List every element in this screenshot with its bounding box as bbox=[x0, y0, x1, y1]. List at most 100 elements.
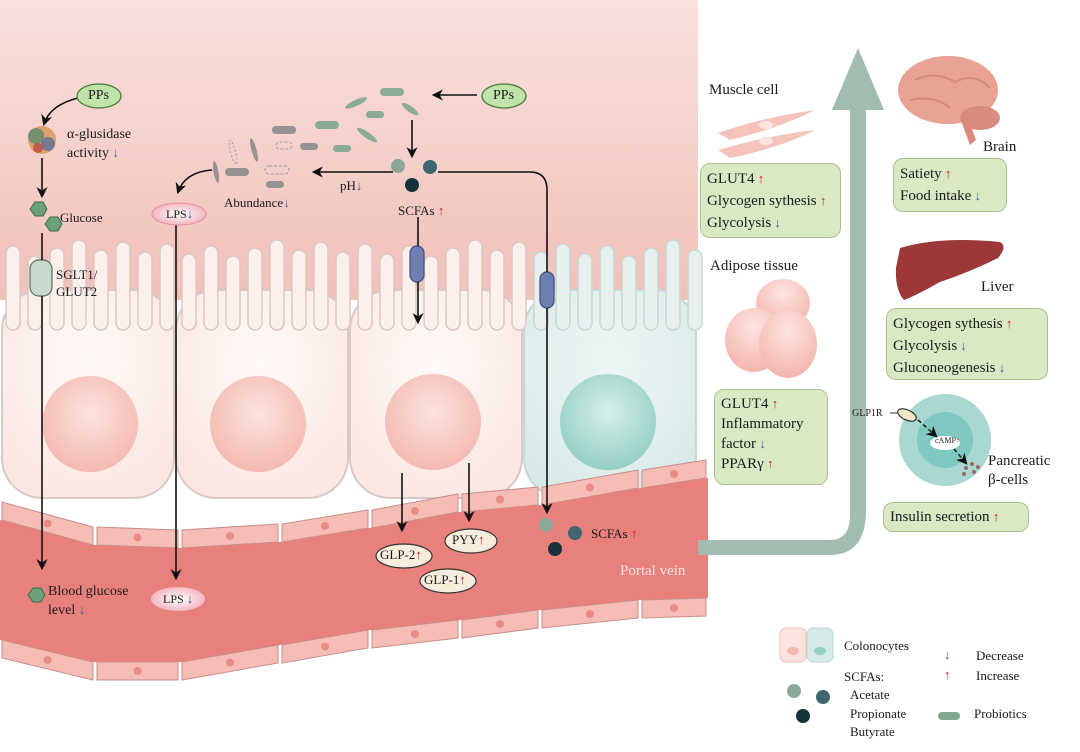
butyrate-dot bbox=[548, 542, 562, 556]
effect-item: GLUT4 ↑ bbox=[721, 394, 821, 414]
endothelial-nucleus bbox=[586, 483, 594, 492]
nucleus bbox=[385, 374, 481, 470]
propionate-dot bbox=[568, 526, 582, 540]
scfa-transporter-icon bbox=[539, 271, 555, 309]
nucleus bbox=[210, 376, 306, 472]
endothelial-nucleus bbox=[226, 658, 234, 667]
microvillus bbox=[687, 249, 703, 331]
decrease-arrow-icon: ↓ bbox=[755, 436, 766, 451]
decrease-arrow-icon: ↓ bbox=[995, 360, 1006, 375]
microvillus bbox=[137, 251, 153, 331]
pps-node bbox=[481, 83, 527, 109]
effect-item: Glycolysis ↓ bbox=[707, 212, 834, 234]
glp1-label: GLP-1↑ bbox=[424, 572, 466, 587]
effect-label: Glycolysis bbox=[893, 338, 958, 354]
brain-effects-box: Satiety ↑Food intake ↓ bbox=[893, 158, 1007, 212]
portal-vein bbox=[0, 459, 708, 681]
pps-node bbox=[76, 83, 122, 109]
increase-arrow-icon: ↑ bbox=[437, 203, 445, 218]
increase-arrow-icon: ↑ bbox=[941, 166, 952, 181]
increase-arrow-icon: ↑ bbox=[989, 509, 1000, 524]
microvillus bbox=[511, 241, 527, 331]
nucleus bbox=[560, 374, 656, 470]
legend-decrease-arrow-icon: ↓ bbox=[944, 647, 951, 662]
endothelial-nucleus bbox=[496, 495, 504, 504]
microvillus bbox=[643, 247, 659, 331]
microvillus bbox=[665, 239, 681, 331]
nucleus bbox=[42, 376, 138, 472]
legend-butyrate-dot bbox=[796, 709, 810, 723]
microvillus bbox=[445, 247, 461, 331]
decrease-arrow-icon: ↓ bbox=[957, 338, 967, 353]
colonocyte-layer bbox=[1, 239, 703, 499]
brain-icon bbox=[898, 56, 1000, 145]
microvillus bbox=[577, 253, 593, 331]
gut-bacteria bbox=[212, 88, 419, 188]
camp-label: cAMP↑ bbox=[935, 436, 960, 445]
microvillus bbox=[93, 249, 109, 331]
legend-increase-label: Increase bbox=[976, 668, 1020, 683]
acetate-dot bbox=[391, 159, 405, 173]
microvillus bbox=[225, 255, 241, 331]
lps-blood-node bbox=[151, 587, 205, 611]
decrease-arrow-icon: ↓ bbox=[283, 195, 290, 210]
microvillus bbox=[467, 239, 483, 331]
butyrate-dot bbox=[405, 178, 419, 192]
endothelial-nucleus bbox=[496, 620, 504, 628]
propionate-dot bbox=[423, 160, 437, 174]
endothelial-nucleus bbox=[133, 533, 142, 542]
microvillus bbox=[335, 251, 351, 331]
endothelial-nucleus bbox=[321, 522, 329, 530]
lps-blood-label: LPS ↓ bbox=[163, 591, 194, 606]
microvillus bbox=[379, 253, 395, 331]
alpha-glucosidase-enzyme-icon bbox=[28, 126, 56, 154]
effect-item: Food intake ↓ bbox=[900, 185, 1000, 207]
glp1-node bbox=[419, 568, 477, 594]
microvillus bbox=[599, 245, 615, 331]
endothelial-nucleus bbox=[43, 656, 52, 664]
decrease-arrow-icon: ↓ bbox=[771, 215, 781, 230]
legend-butyrate-label: Butyrate bbox=[850, 724, 895, 739]
microvillus bbox=[203, 245, 219, 331]
microvillus bbox=[555, 243, 571, 331]
increase-arrow-icon: ↑ bbox=[478, 532, 485, 547]
legend-colonocytes-icon bbox=[779, 627, 834, 663]
increase-arrow-icon: ↑ bbox=[415, 547, 422, 562]
increase-arrow-icon: ↑ bbox=[754, 171, 765, 186]
legend-probiotics-label: Probiotics bbox=[974, 706, 1027, 721]
liver-title: Liver bbox=[981, 279, 1014, 295]
legend-increase-arrow-icon: ↑ bbox=[944, 667, 951, 682]
pancreatic-beta-cell-icon bbox=[890, 394, 991, 486]
legend-acetate-label: Acetate bbox=[850, 687, 890, 702]
acetate-dot bbox=[539, 518, 553, 532]
microvillus bbox=[269, 239, 285, 331]
lps-lumen-node bbox=[151, 202, 207, 226]
microvillus bbox=[247, 247, 263, 331]
pathway-arrows bbox=[36, 89, 553, 581]
decrease-arrow-icon: ↓ bbox=[355, 178, 363, 193]
increase-arrow-icon: ↑ bbox=[459, 572, 466, 587]
microvillus bbox=[115, 241, 131, 331]
scfas-blood-label: SCFAs ↑ bbox=[591, 526, 638, 541]
legend-colonocytes-label: Colonocytes bbox=[844, 638, 909, 653]
pps-label: PPs bbox=[88, 88, 110, 103]
endothelial-nucleus bbox=[226, 532, 234, 540]
decrease-arrow-icon: ↓ bbox=[186, 591, 194, 606]
increase-arrow-icon: ↑ bbox=[763, 456, 774, 471]
pancreatic-beta-cells-title: Pancreatic β-cells bbox=[988, 453, 1051, 488]
endothelial-nucleus bbox=[321, 642, 329, 651]
pancreas-effects-box: Insulin secretion ↑ bbox=[883, 502, 1029, 532]
effect-item: Glycogen sythesis ↑ bbox=[893, 313, 1041, 335]
glucose-molecule-icon bbox=[29, 201, 48, 217]
endothelial-nucleus bbox=[411, 507, 419, 515]
muscle-effects-box: GLUT4 ↑Glycogen sythesis ↑Glycolysis ↓ bbox=[700, 163, 841, 238]
sglt1-glut2-transporter-icon bbox=[29, 259, 53, 297]
ph-label: pH↓ bbox=[340, 178, 363, 193]
effect-label: GLUT4 bbox=[707, 171, 755, 187]
effect-label: factor bbox=[721, 436, 756, 452]
endothelial-nucleus bbox=[670, 604, 678, 612]
endothelial-nucleus bbox=[586, 610, 594, 618]
endothelial-nucleus bbox=[411, 630, 419, 638]
microvillus bbox=[423, 255, 439, 331]
endothelial-nucleus bbox=[133, 667, 142, 675]
